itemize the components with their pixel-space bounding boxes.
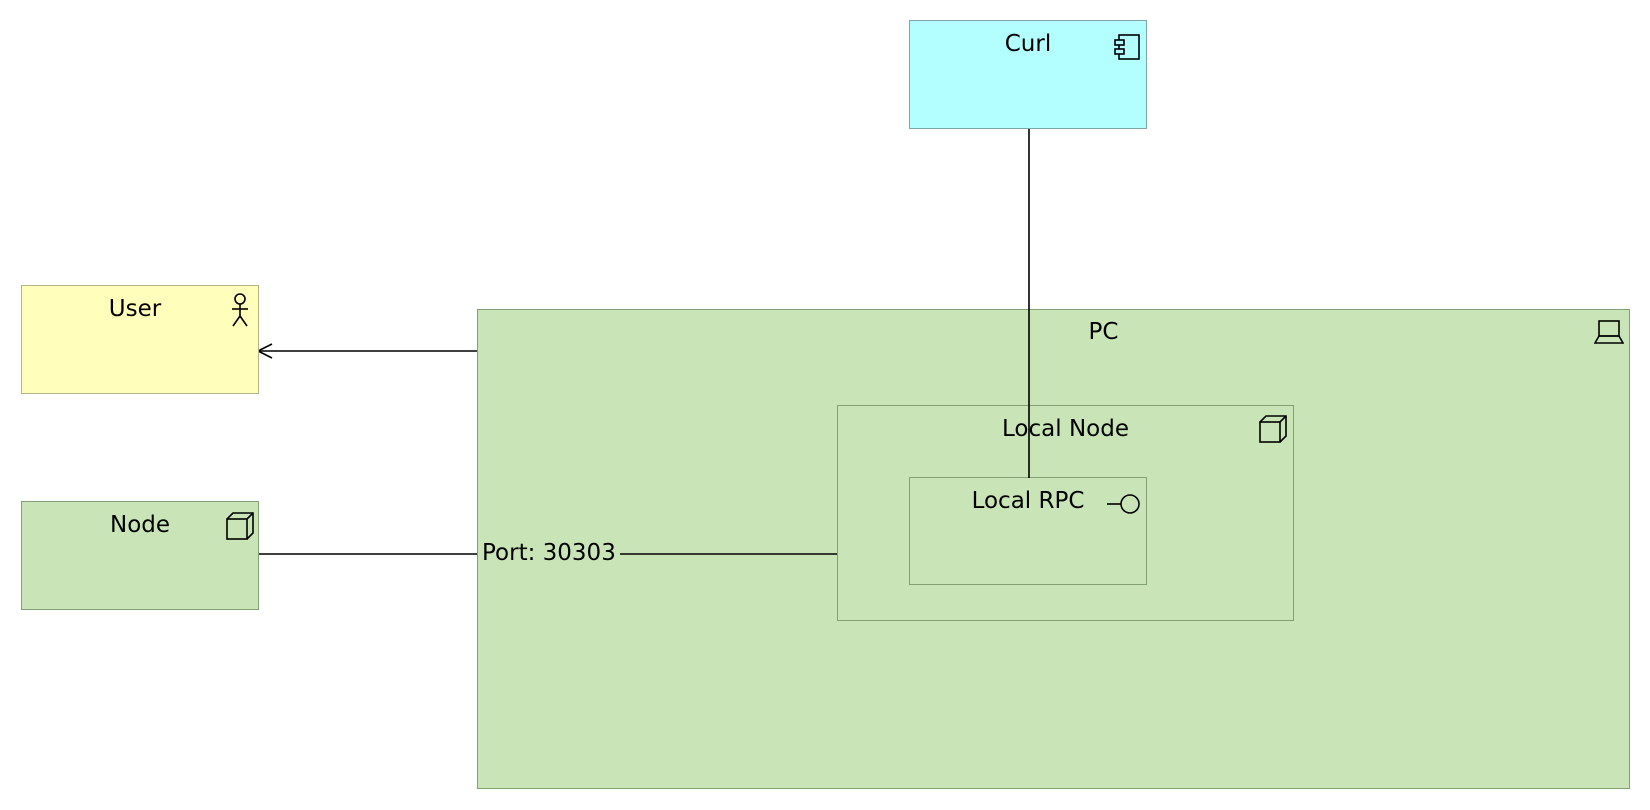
pc-label: PC	[1088, 319, 1119, 345]
local-rpc-interface[interactable]: Local RPC	[909, 477, 1147, 585]
node-label: Node	[109, 512, 171, 538]
curl-label: Curl	[1004, 31, 1052, 57]
user-label: User	[108, 296, 162, 322]
local-rpc-label: Local RPC	[971, 488, 1085, 514]
node-element[interactable]: Node	[21, 501, 259, 610]
device-laptop-icon	[1594, 320, 1624, 344]
user-actor[interactable]: User	[21, 285, 259, 394]
node-cube-icon	[1259, 415, 1287, 443]
node-cube-icon	[226, 512, 254, 540]
interface-icon	[1107, 494, 1140, 514]
curl-component[interactable]: Curl	[909, 20, 1147, 129]
port-edge-label: Port: 30303	[480, 540, 618, 566]
local-node-label: Local Node	[1002, 416, 1129, 442]
actor-icon	[232, 293, 248, 327]
component-icon	[1114, 34, 1140, 60]
